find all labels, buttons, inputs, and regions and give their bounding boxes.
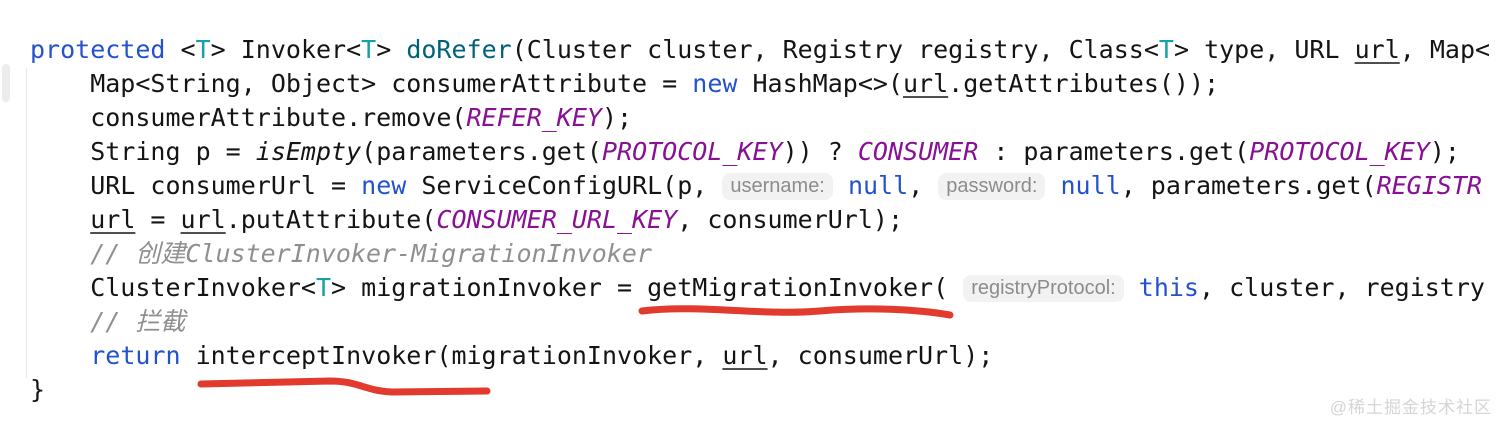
code-token: , parameters.get( [1120,171,1377,200]
inline-parameter-hint: password: [938,173,1046,200]
code-token: T [361,35,377,64]
code-token: REGISTR [1376,171,1482,200]
code-token: null [847,171,909,200]
code-line: consumerAttribute.remove(REFER_KEY); [30,101,1490,135]
code-token: consumerAttribute.remove( [30,103,467,132]
code-token: // 拦截 [90,307,186,336]
watermark-text: @稀土掘金技术社区 [1329,398,1492,417]
code-token: url [90,205,136,234]
code-token: ServiceConfigURL(p, [406,171,723,200]
code-token: return [90,341,181,370]
code-token: interceptInvoker(migrationInvoker, [180,341,723,370]
code-token: > Invoker< [210,35,362,64]
code-token: CONSUMER [857,137,979,166]
code-line: // 创建ClusterInvoker-MigrationInvoker [30,237,1490,271]
code-token: HashMap<>( [737,69,903,98]
code-token: // 创建ClusterInvoker-MigrationInvoker [90,239,652,268]
code-token: , cluster, registry [1198,273,1485,302]
code-token: , [908,171,939,200]
code-line: String p = isEmpty(parameters.get(PROTOC… [30,135,1490,169]
code-token: this [1138,273,1199,302]
code-line: URL consumerUrl = new ServiceConfigURL(p… [30,169,1490,203]
code-token: isEmpty [255,137,362,166]
code-token: < [165,35,196,64]
code-line: } [30,373,1490,407]
code-token: (parameters.get( [361,137,602,166]
code-token: CONSUMER_URL_KEY [436,205,678,234]
code-token [30,205,90,234]
code-area[interactable]: protected <T> Invoker<T> doRefer(Cluster… [30,33,1490,407]
code-token: null [1060,171,1121,200]
code-token: new [692,69,738,98]
code-token: : parameters.get( [978,137,1250,166]
code-token: String p = [30,137,256,166]
code-token [1045,171,1060,200]
code-line: ClusterInvoker<T> migrationInvoker = get… [30,271,1490,305]
code-token: url [722,341,768,370]
code-token: .putAttribute( [225,205,437,234]
inline-parameter-hint: registryProtocol: [963,275,1124,302]
code-token: = [135,205,181,234]
code-token: Map<String, Object> consumerAttribute = [30,69,693,98]
code-token [833,171,848,200]
code-line: protected <T> Invoker<T> doRefer(Cluster… [30,33,1490,67]
code-token: REFER_KEY [466,103,602,132]
code-token: , Map< [1399,35,1491,64]
code-token: , consumerUrl); [767,341,994,370]
code-token [30,239,90,268]
code-token: url [180,205,226,234]
code-line: Map<String, Object> consumerAttribute = … [30,67,1490,101]
code-token [30,341,90,370]
code-token: > type, URL [1173,35,1355,64]
code-token: } [30,375,46,404]
code-token: > migrationInvoker = getMigrationInvoker… [331,273,964,302]
code-token: ClusterInvoker< [30,273,316,302]
code-token: url [903,69,949,98]
code-token: T [1158,35,1174,64]
code-token: url [1354,35,1400,64]
code-token: ); [1429,137,1460,166]
code-line: return interceptInvoker(migrationInvoker… [30,339,1490,373]
code-token: , consumerUrl); [677,205,904,234]
code-token: PROTOCOL_KEY [601,137,783,166]
code-token: .getAttributes()); [948,69,1220,98]
gutter-marker [2,64,10,102]
code-line: // 拦截 [30,305,1490,339]
code-token: new [361,171,407,200]
code-token [1124,273,1139,302]
code-token: ); [601,103,633,132]
code-token: doRefer [406,35,512,64]
code-token: (Cluster cluster, Registry registry, Cla… [511,35,1159,64]
code-token: )) ? [782,137,858,166]
indent-guide-line [26,68,27,378]
code-token: T [315,273,332,302]
code-token [30,307,90,336]
code-token: URL consumerUrl = [30,171,362,200]
code-token: > [376,35,407,64]
code-line: url = url.putAttribute(CONSUMER_URL_KEY,… [30,203,1490,237]
code-token: T [195,35,211,64]
code-token: PROTOCOL_KEY [1249,137,1430,166]
code-token: protected [30,35,166,64]
inline-parameter-hint: username: [722,173,833,200]
